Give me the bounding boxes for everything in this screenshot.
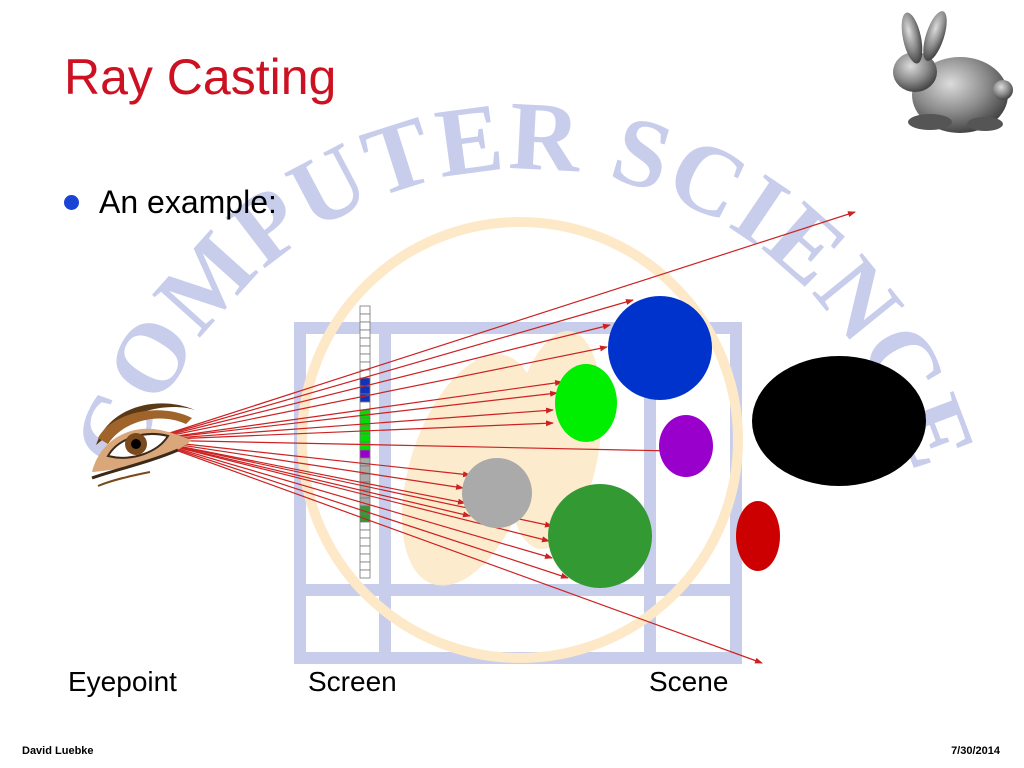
screen-pixel bbox=[359, 353, 371, 363]
screen-pixel bbox=[359, 457, 371, 467]
ray bbox=[147, 439, 471, 478]
bullet-text: An example: bbox=[99, 184, 277, 220]
ray bbox=[147, 323, 611, 441]
blue-sphere bbox=[608, 296, 712, 400]
screen-pixel bbox=[359, 321, 371, 331]
screen-pixel bbox=[359, 553, 371, 563]
screen-pixel bbox=[359, 305, 371, 315]
ray bbox=[147, 439, 569, 579]
screen-pixel bbox=[359, 441, 371, 451]
ray bbox=[147, 299, 634, 441]
eyepoint-label: Eyepoint bbox=[68, 666, 177, 697]
ray bbox=[147, 211, 856, 441]
screen-pixel bbox=[359, 529, 371, 539]
screen-pixel bbox=[359, 329, 371, 339]
purple-sphere bbox=[659, 415, 713, 477]
ray bbox=[147, 439, 553, 559]
screen-pixel bbox=[359, 569, 371, 579]
screen-pixel bbox=[359, 521, 371, 531]
ray bbox=[147, 380, 563, 441]
screen-pixel bbox=[359, 561, 371, 571]
screen-strip bbox=[359, 305, 371, 579]
screen-pixel bbox=[359, 449, 371, 459]
screen-pixel bbox=[359, 409, 371, 419]
screen-pixel bbox=[359, 433, 371, 443]
screen-pixel bbox=[359, 537, 371, 547]
bullet-item: An example: bbox=[64, 184, 277, 221]
watermark-ring bbox=[297, 217, 743, 663]
green-sphere bbox=[555, 364, 617, 442]
screen-pixel bbox=[359, 345, 371, 355]
bullet-dot-icon bbox=[64, 195, 79, 210]
ray bbox=[147, 420, 554, 441]
scene-label: Scene bbox=[649, 666, 729, 697]
screen-pixel bbox=[359, 417, 371, 427]
footer-date: 7/30/2014 bbox=[951, 745, 1000, 757]
bunny-icon bbox=[893, 11, 1013, 133]
screen-pixel bbox=[359, 313, 371, 323]
ray bbox=[147, 390, 558, 441]
screen-label: Screen bbox=[308, 666, 397, 697]
screen-pixel bbox=[359, 545, 371, 555]
ray bbox=[147, 439, 674, 454]
ray bbox=[147, 439, 763, 664]
screen-pixel bbox=[359, 473, 371, 483]
scene-objects bbox=[462, 296, 926, 588]
screen-pixel bbox=[359, 425, 371, 435]
slide-title: Ray Casting bbox=[64, 49, 337, 105]
gray-sphere bbox=[462, 458, 532, 528]
ray bbox=[147, 439, 466, 505]
ray bbox=[147, 439, 464, 490]
footer-author: David Luebke bbox=[22, 745, 94, 757]
red-sphere bbox=[736, 501, 780, 571]
screen-pixel bbox=[359, 337, 371, 347]
ray bbox=[147, 407, 554, 441]
ray bbox=[147, 439, 471, 518]
ray bbox=[147, 345, 608, 441]
eye-icon bbox=[91, 403, 195, 487]
dark-green-sphere bbox=[548, 484, 652, 588]
black-ellipse bbox=[752, 356, 926, 486]
